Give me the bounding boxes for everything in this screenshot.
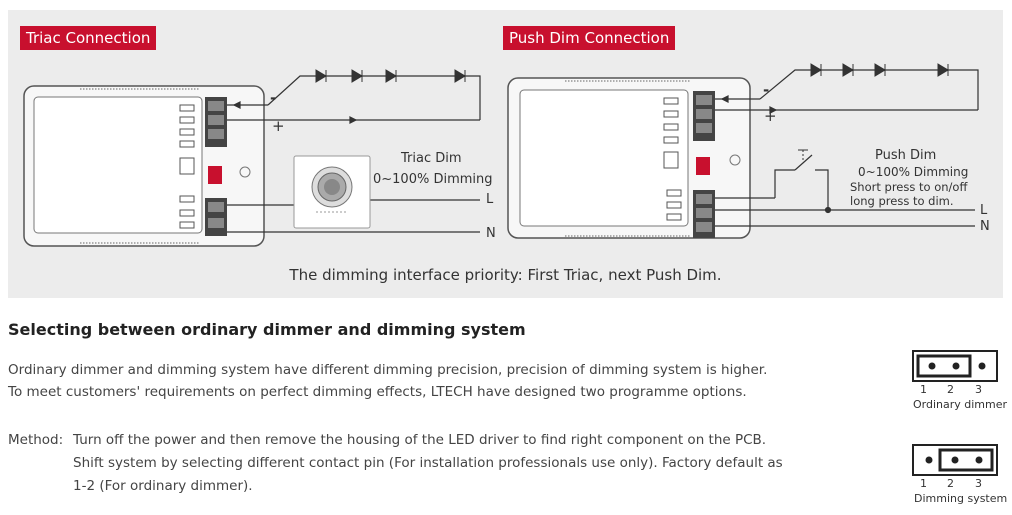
push-button-switch <box>798 149 808 162</box>
triac-l-label: L <box>486 192 494 207</box>
method-line2: Shift system by selecting different cont… <box>73 455 783 471</box>
system-pin-3: 3 <box>975 477 982 490</box>
push-wires <box>715 69 979 227</box>
push-minus: - <box>763 81 770 99</box>
ordinary-dimmer-jumper <box>912 350 998 382</box>
push-long-press: long press to dim. <box>850 194 954 208</box>
triac-minus: - <box>270 89 277 107</box>
push-dim-range: 0~100% Dimming <box>858 165 969 179</box>
triac-connection-tag: Triac Connection <box>20 26 157 50</box>
dimming-system-label: Dimming system <box>914 492 1008 505</box>
push-led-string <box>810 63 949 77</box>
jumper-diagrams <box>912 350 998 476</box>
push-driver <box>507 77 751 239</box>
method-label: Method: <box>8 432 64 448</box>
section-heading: Selecting between ordinary dimmer and di… <box>8 320 526 339</box>
triac-driver <box>23 85 265 247</box>
system-pin-1: 1 <box>920 477 927 490</box>
para1-line1: Ordinary dimmer and dimming system have … <box>8 362 768 378</box>
para1-line2: To meet customers' requirements on perfe… <box>8 384 747 400</box>
triac-dim-label: Triac Dim <box>401 151 462 166</box>
system-pin-2: 2 <box>947 477 954 490</box>
ordinary-dimmer-label: Ordinary dimmer <box>913 398 1008 411</box>
triac-plus: + <box>272 117 285 135</box>
ordinary-pin-1: 1 <box>920 383 927 396</box>
triac-dimmer-device <box>293 155 371 229</box>
triac-led-string <box>315 69 466 83</box>
push-n-label: N <box>980 219 990 234</box>
dimming-priority-caption: The dimming interface priority: First Tr… <box>289 266 722 284</box>
triac-n-label: N <box>486 226 496 241</box>
push-l-label: L <box>980 203 988 218</box>
push-plus: + <box>764 107 777 125</box>
push-short-press: Short press to on/off <box>850 180 968 194</box>
method-line3: 1-2 (For ordinary dimmer). <box>73 478 253 494</box>
dimming-system-jumper <box>912 444 998 476</box>
push-dim-label: Push Dim <box>875 148 937 163</box>
ordinary-pin-3: 3 <box>975 383 982 396</box>
push-dim-connection-tag: Push Dim Connection <box>503 26 676 50</box>
method-line1: Turn off the power and then remove the h… <box>73 432 767 448</box>
triac-dim-range: 0~100% Dimming <box>373 172 493 187</box>
wiring-diagrams <box>23 63 979 247</box>
ordinary-pin-2: 2 <box>947 383 954 396</box>
